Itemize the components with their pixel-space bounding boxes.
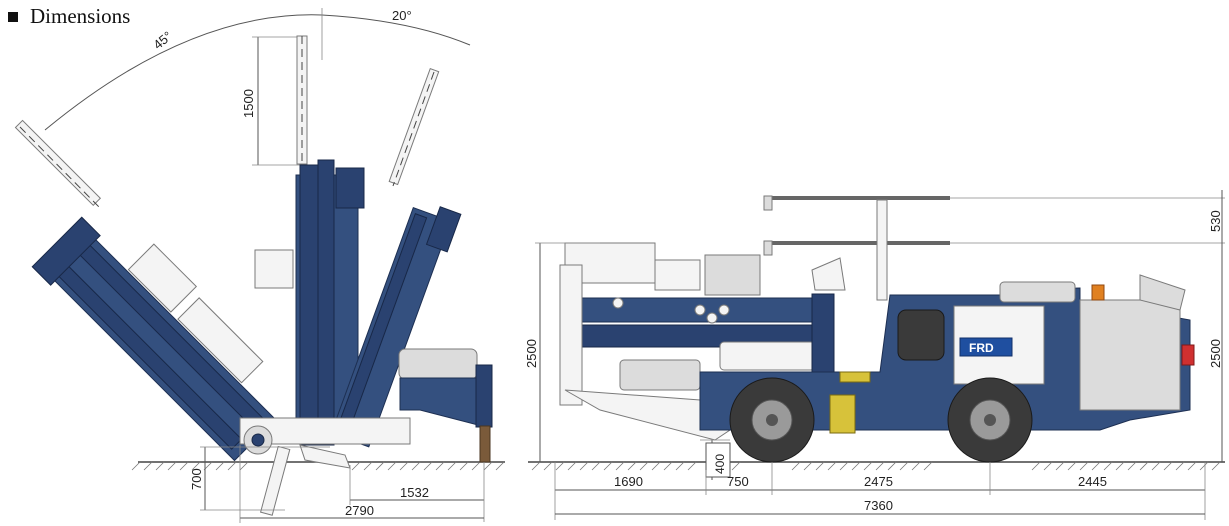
- ground-clearance-label: 400: [713, 454, 727, 474]
- front-to-axle-label: 750: [727, 474, 749, 489]
- length-chain-dimension: 1690 750 2475 2445: [554, 462, 1206, 520]
- section-title: Dimensions: [30, 4, 131, 28]
- total-length-label: 7360: [864, 498, 893, 513]
- front-wheel: [729, 377, 815, 463]
- side-ground: [528, 461, 1225, 471]
- side-boom: [559, 242, 846, 441]
- side-chassis: FRD: [699, 274, 1195, 434]
- wheelbase-label: 2475: [864, 474, 893, 489]
- total-length-dimension: 7360: [555, 498, 1205, 515]
- height-left-label: 2500: [524, 339, 539, 368]
- height-right-label: 2500: [1208, 339, 1223, 368]
- feed-mast-right: [330, 206, 462, 448]
- extended-feed-rods: [14, 35, 440, 516]
- total-width-label: 2790: [345, 503, 374, 518]
- depth-dimension: 700: [189, 446, 330, 511]
- height-dimension-left: 2500: [524, 242, 600, 462]
- offset-width-dimension: 1532: [349, 462, 485, 522]
- front-ground: [131, 461, 505, 471]
- rear-wheel: [947, 377, 1033, 463]
- front-overhang-label: 1690: [614, 474, 643, 489]
- angle-right-label: 20°: [392, 8, 412, 23]
- feed-mast-left: [31, 216, 277, 462]
- canopy-raised: [763, 195, 950, 301]
- brand-logo-text: FRD: [969, 341, 994, 355]
- canopy-raise-label: 530: [1208, 210, 1223, 232]
- front-view: 45° 20° 1500: [14, 8, 505, 523]
- ground-clearance-dimension: 400: [700, 439, 731, 480]
- canopy-raise-dimension: 530: [950, 190, 1225, 244]
- offset-width-label: 1532: [400, 485, 429, 500]
- angle-left-label: 45°: [150, 28, 175, 52]
- swing-arc: [44, 14, 471, 131]
- front-carrier-base: [239, 348, 493, 469]
- side-view: 530: [524, 190, 1225, 520]
- rear-overhang-label: 2445: [1078, 474, 1107, 489]
- feed-extension-label: 1500: [241, 89, 256, 118]
- section-heading: Dimensions: [8, 4, 130, 29]
- feed-extension-dimension: 1500: [241, 36, 300, 166]
- square-bullet-icon: [8, 11, 18, 22]
- depth-label: 700: [189, 468, 204, 490]
- total-width-dimension: 2790: [239, 445, 484, 523]
- height-dimension-right: 2500: [1208, 243, 1223, 462]
